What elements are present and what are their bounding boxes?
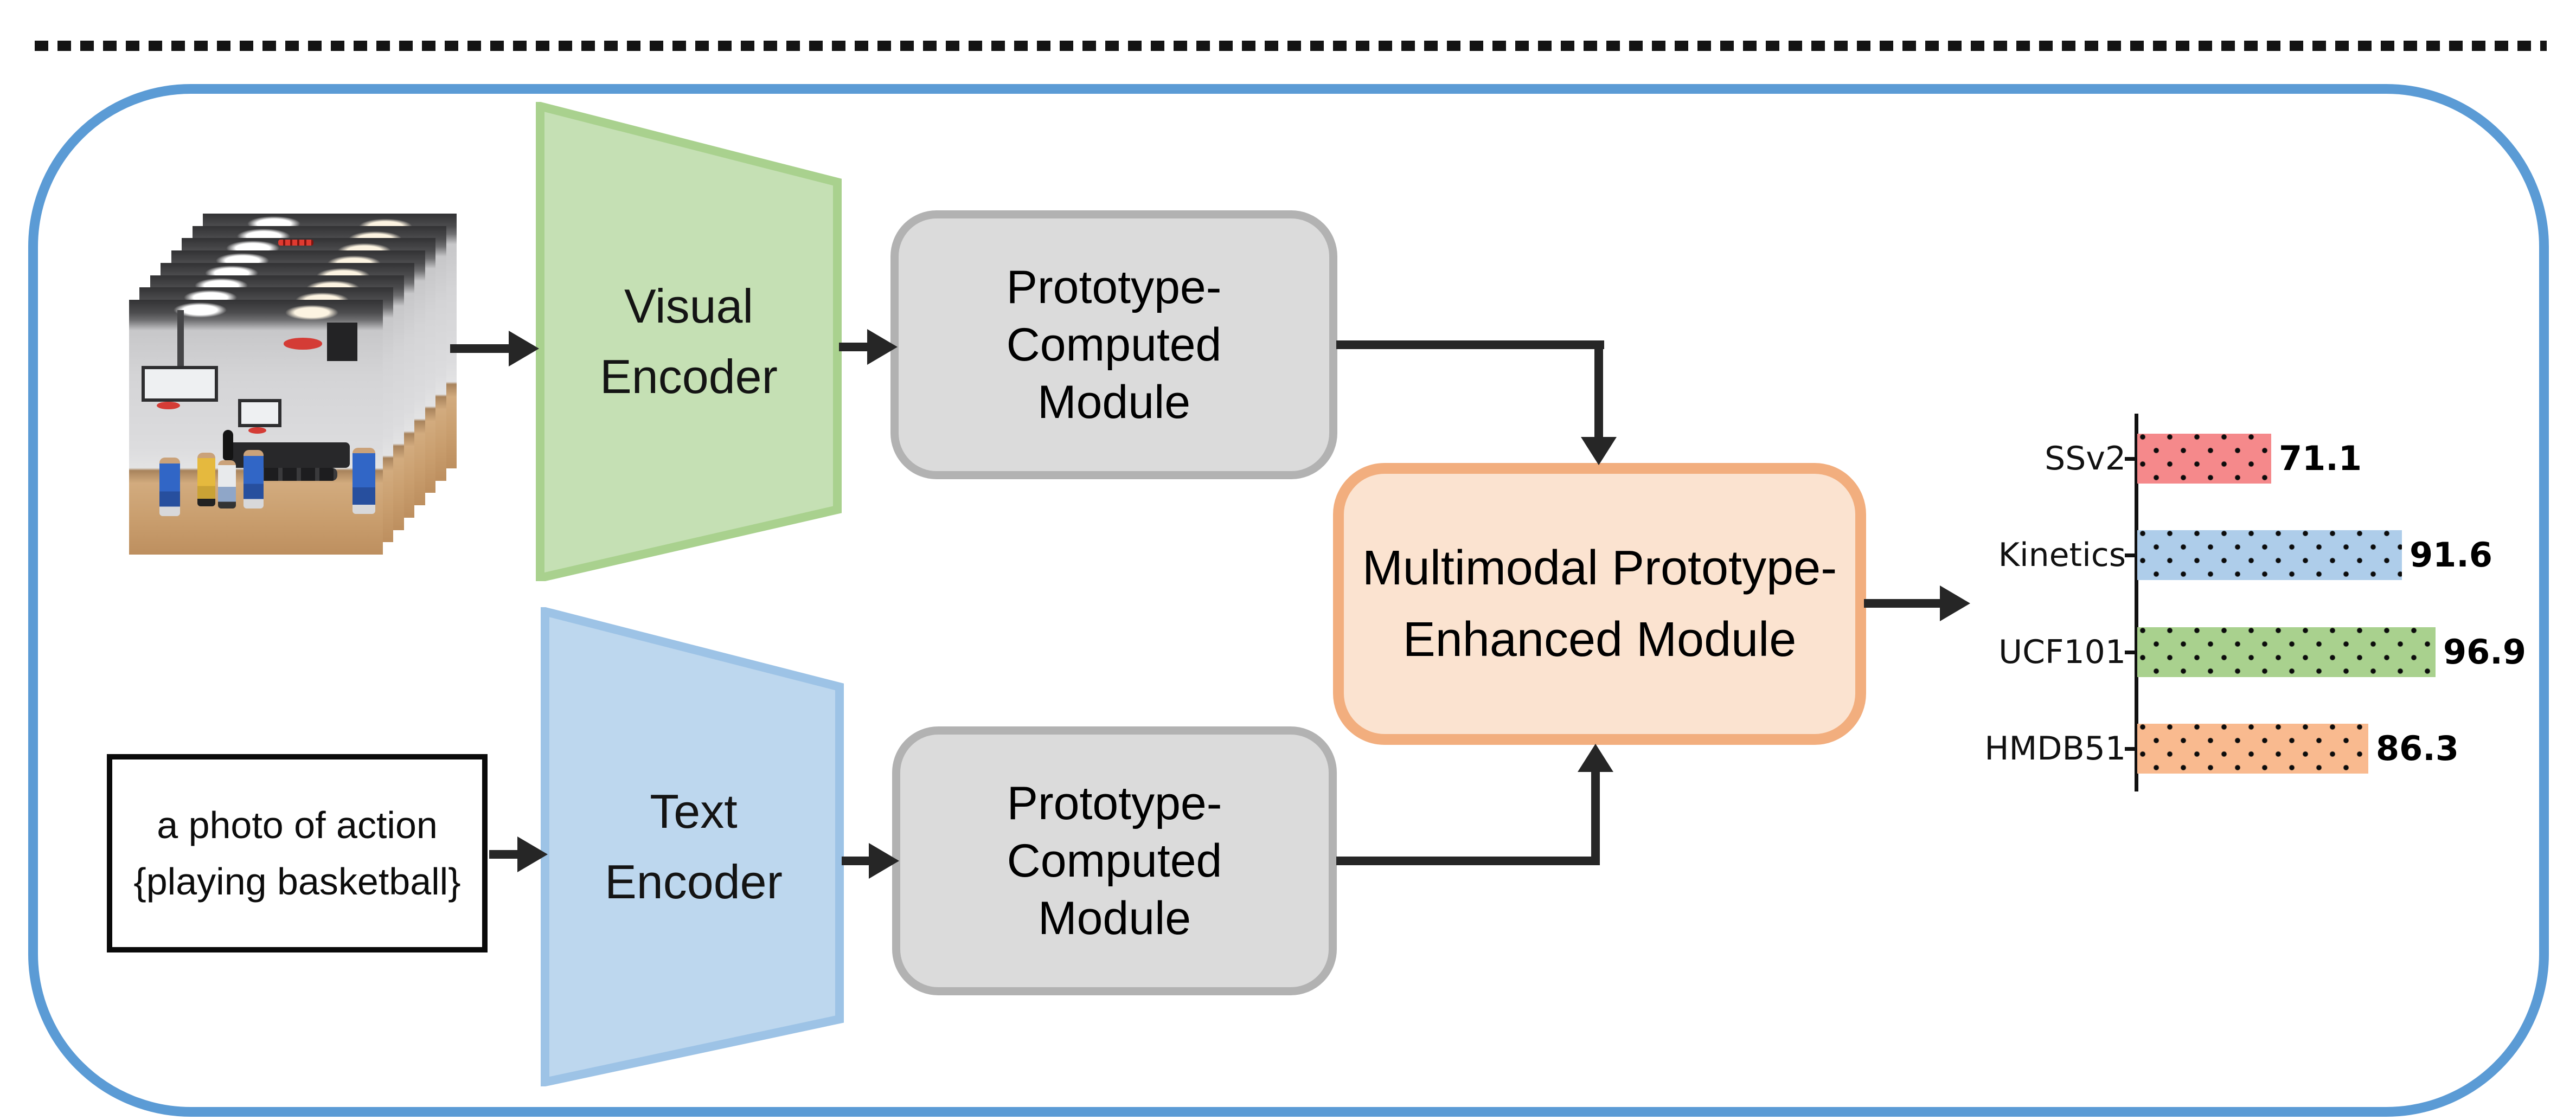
chart-category-label: UCF101 (1998, 633, 2126, 671)
text-encoder-label-line2: Encoder (605, 855, 783, 909)
visual-encoder-label: Visual Encoder (536, 102, 842, 581)
text-encoder-label: Text Encoder (541, 607, 847, 1086)
arrowhead-prompt-to-text-encoder (517, 836, 548, 872)
module-label-line: Computed (1006, 319, 1222, 371)
chart-bar-value: 71.1 (2279, 439, 2362, 478)
visual-encoder-label-line2: Encoder (600, 350, 778, 403)
gym-scene-detail (246, 468, 337, 481)
pipeline-frame (28, 84, 2549, 1117)
dashed-separator (35, 41, 2547, 51)
chart-category-label: HMDB51 (1984, 729, 2126, 768)
gym-scene-detail (223, 429, 233, 461)
chart-axis-tick (2125, 746, 2135, 751)
chart-y-axis (2135, 414, 2138, 791)
arrowhead-video-to-visual-encoder (509, 331, 539, 366)
gym-scene-detail (352, 447, 375, 514)
module-label-line: Prototype- (1007, 777, 1222, 829)
module-label-line: Prototype- (1006, 261, 1222, 313)
gym-scene-detail (217, 460, 236, 509)
chart-bar (2137, 627, 2436, 677)
chart-bar (2137, 530, 2402, 581)
video-frame-stack (129, 214, 461, 561)
arrow-multimodal-to-results (1864, 599, 1940, 608)
gym-scene-detail (177, 310, 184, 366)
gym-scene-detail (159, 458, 180, 517)
gym-scene-detail (238, 399, 281, 427)
multimodal-prototype-enhanced-module: Multimodal Prototype- Enhanced Module (1333, 463, 1866, 745)
chart-axis-tick (2125, 457, 2135, 461)
gym-scene-detail (284, 338, 322, 350)
gym-scene-detail (243, 450, 264, 509)
gym-scene-detail (327, 323, 358, 361)
chart-category-label: Kinetics (1998, 536, 2126, 575)
module-label-line: Module (1037, 892, 1191, 944)
arrow-visual-module-horizontal (1336, 340, 1604, 349)
arrow-video-to-visual-encoder (450, 344, 509, 353)
text-encoder-trapezoid (541, 607, 844, 1086)
arrowhead-text-encoder-to-module (869, 843, 899, 879)
module-label-line: Module (1037, 376, 1191, 428)
text-prompt-box: a photo of action {playing basketball} (107, 754, 488, 952)
visual-encoder-trapezoid (536, 102, 842, 581)
arrow-prompt-to-text-encoder (489, 850, 517, 859)
module-label-line: Enhanced Module (1402, 613, 1797, 667)
arrow-text-module-horizontal (1336, 857, 1600, 865)
gym-scene-detail (157, 401, 180, 410)
chart-axis-tick (2125, 553, 2135, 558)
arrow-visual-module-vertical (1594, 340, 1603, 438)
module-label-line: Computed (1007, 835, 1222, 887)
visual-encoder-label-line1: Visual (624, 279, 754, 333)
chart-bar (2137, 434, 2271, 484)
scoreboard-detail (278, 240, 314, 246)
text-prompt-line1: a photo of action (157, 804, 438, 846)
visual-encoder-shape (536, 102, 842, 581)
text-encoder-shape (541, 607, 844, 1086)
chart-bar (2137, 723, 2368, 774)
module-label-line: Multimodal Prototype- (1362, 541, 1837, 595)
arrow-text-encoder-to-module (842, 857, 869, 865)
chart-axis-tick (2125, 650, 2135, 654)
chart-bar-value: 96.9 (2443, 632, 2526, 672)
chart-category-label: SSv2 (2045, 440, 2126, 478)
chart-bar-value: 91.6 (2410, 535, 2492, 575)
arrow-text-module-vertical (1591, 772, 1600, 865)
arrowhead-multimodal-to-results (1940, 585, 1970, 621)
text-encoder-label-line1: Text (650, 784, 738, 838)
text-prompt-line2: {playing basketball} (133, 860, 461, 903)
arrowhead-into-multimodal-top (1581, 437, 1617, 465)
video-frame (129, 299, 383, 555)
arrowhead-visual-encoder-to-module (867, 329, 898, 365)
arrowhead-into-multimodal-bottom (1578, 744, 1613, 772)
gym-scene-detail (248, 427, 266, 434)
gym-scene-detail (197, 452, 216, 506)
arrow-visual-encoder-to-module (839, 343, 867, 351)
gym-scene-detail (142, 366, 218, 402)
chart-bar-value: 86.3 (2376, 728, 2459, 768)
